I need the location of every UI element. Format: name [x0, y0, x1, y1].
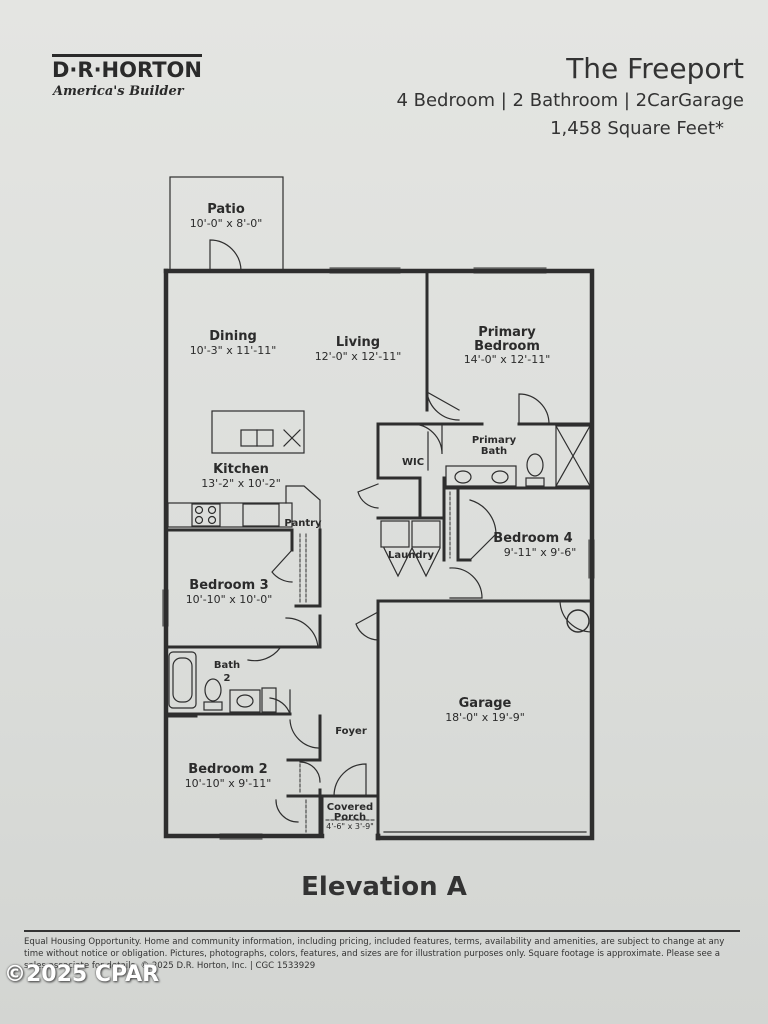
footer-divider: [24, 930, 740, 932]
builder-logo-name: D·R·HORTON: [52, 54, 202, 82]
primary-bath-label-1: Primary: [472, 435, 517, 446]
bedroom4-label: Bedroom 4: [493, 531, 572, 546]
model-title: The Freeport: [566, 52, 744, 85]
disclaimer-line-3: sales associate for details. © 2025 D.R.…: [24, 961, 316, 971]
dining-label: Dining: [209, 329, 257, 344]
bedroom2-dims: 10'-10" x 9'-11": [185, 777, 272, 790]
patio-label: Patio: [207, 202, 245, 217]
legal-disclaimer: Equal Housing Opportunity. Home and comm…: [24, 936, 760, 972]
interior-walls: [164, 269, 594, 838]
garage-dims: 18'-0" x 19'-9": [445, 711, 525, 724]
exterior-wall-left: [163, 268, 325, 839]
living-dims: 12'-0" x 12'-11": [315, 350, 402, 363]
builder-logo: D·R·HORTON America's Builder: [52, 54, 212, 99]
bedroom3-dims: 10'-10" x 10'-0": [186, 593, 273, 606]
model-square-feet: 1,458 Square Feet*: [550, 118, 724, 139]
primary-bedroom-label-1: Primary: [478, 325, 536, 340]
copyright-watermark: ©2025 CPAR: [4, 962, 160, 987]
kitchen-label: Kitchen: [213, 462, 269, 477]
floor-plan-drawing: Patio 10'-0" x 8'-0" Dining 10'-3" x 11'…: [162, 176, 595, 841]
primary-bedroom-label-2: Bedroom: [474, 339, 540, 354]
laundry-label: Laundry: [388, 550, 434, 561]
elevation-title: Elevation A: [301, 872, 467, 902]
model-header: The Freeport 4 Bedroom | 2 Bathroom | 2C…: [324, 52, 744, 142]
covered-porch-label-1: Covered: [327, 802, 373, 813]
covered-porch-dims: 4'-6" x 3'-9": [326, 822, 374, 831]
foyer-label: Foyer: [335, 726, 367, 737]
builder-logo-tagline: America's Builder: [53, 84, 184, 99]
bath2-fixtures: [168, 651, 277, 713]
patio-dims: 10'-0" x 8'-0": [190, 217, 263, 230]
disclaimer-line-1: Equal Housing Opportunity. Home and comm…: [24, 937, 725, 947]
laundry-fixtures: [380, 520, 441, 578]
bath2-label-1: Bath: [214, 660, 240, 671]
bath2-label-2: 2: [224, 673, 231, 684]
covered-porch-label-2: Porch: [334, 812, 366, 823]
dining-dims: 10'-3" x 11'-11": [190, 344, 277, 357]
primary-bath-label-2: Bath: [481, 446, 507, 457]
closet-rods: [299, 491, 451, 833]
primary-bath-fixtures: [427, 425, 591, 487]
disclaimer-line-2: time without notice or obligation. Pictu…: [24, 949, 721, 959]
bedroom3-label: Bedroom 3: [189, 578, 268, 593]
bedroom4-dims: 9'-11" x 9'-6": [504, 546, 577, 559]
door-swings: [209, 239, 593, 823]
water-heater: [566, 609, 590, 633]
primary-bedroom-dims: 14'-0" x 12'-11": [464, 353, 551, 366]
window-marks: [162, 267, 595, 840]
kitchen-fixtures: [167, 410, 321, 531]
bedroom2-label: Bedroom 2: [188, 762, 267, 777]
garage-label: Garage: [459, 696, 512, 711]
living-label: Living: [336, 335, 380, 350]
kitchen-dims: 13'-2" x 10'-2": [201, 477, 281, 490]
model-spec: 4 Bedroom | 2 Bathroom | 2CarGarage: [396, 90, 744, 111]
wic-label: WIC: [402, 457, 424, 468]
pantry-label: Pantry: [284, 518, 322, 529]
